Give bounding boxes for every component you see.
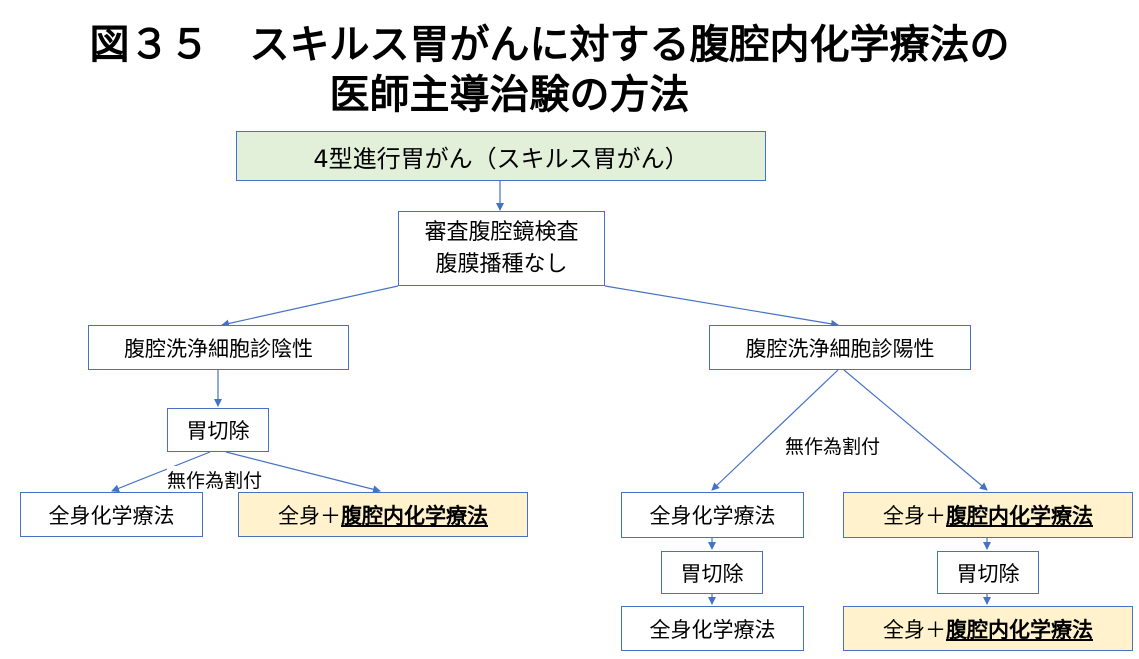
node-left-gastrectomy: 胃切除 [167, 408, 269, 452]
label-random-right: 無作為割付 [785, 432, 881, 459]
node-right-chemo-gastrectomy: 胃切除 [661, 551, 763, 594]
node-laparoscopy-line2: 腹膜播種なし [435, 251, 568, 277]
node-right-ip-chemo: 全身＋腹腔内化学療法 [843, 492, 1133, 538]
node-right-ip-gastrectomy: 胃切除 [937, 551, 1039, 594]
label-random-left: 無作為割付 [167, 466, 263, 493]
node-cytology-negative: 腹腔洗浄細胞診陰性 [88, 325, 349, 370]
node-cytology-negative-label: 腹腔洗浄細胞診陰性 [124, 336, 313, 361]
arrow-surgery-to-chemo [111, 451, 211, 493]
node-right-systemic-chemo: 全身化学療法 [621, 492, 804, 538]
node-right-chemo-final: 全身化学療法 [621, 606, 804, 651]
node-left-systemic-chemo: 全身化学療法 [20, 492, 203, 537]
node-right-ip-final: 全身＋腹腔内化学療法 [843, 606, 1133, 651]
node-cytology-positive-label: 腹腔洗浄細胞診陽性 [745, 336, 935, 361]
node-left-systemic-chemo-label: 全身化学療法 [48, 503, 175, 528]
arrow-pos-to-chemo [711, 369, 839, 491]
title-line-2: 医師主導治験の方法 [329, 72, 690, 118]
arrow-lap-to-pos [604, 285, 839, 328]
node-right-ip-emph: 腹腔内化学療法 [946, 504, 1093, 528]
node-right-chemo-final-label: 全身化学療法 [649, 617, 776, 642]
node-laparoscopy-line1: 審査腹腔鏡検査 [424, 219, 579, 245]
node-right-systemic-chemo-label: 全身化学療法 [649, 504, 776, 528]
title-line-1: 図３５ スキルス胃がんに対する腹腔内化学療法の [89, 22, 1010, 68]
node-cytology-positive: 腹腔洗浄細胞診陽性 [709, 325, 971, 370]
node-right-ip-gastrectomy-label: 胃切除 [956, 561, 1020, 586]
node-root: 4型進行胃がん（スキルス胃がん） [236, 131, 766, 181]
arrow-lap-to-neg [221, 285, 399, 328]
node-left-ip-chemo: 全身＋腹腔内化学療法 [238, 492, 528, 537]
node-root-label: 4型進行胃がん（スキルス胃がん） [313, 144, 689, 173]
node-laparoscopy: 審査腹腔鏡検査 腹膜播種なし [398, 211, 605, 286]
node-right-ip-final-prefix: 全身＋ [883, 617, 946, 642]
node-right-ip-prefix: 全身＋ [883, 504, 946, 528]
node-left-ip-emph: 腹腔内化学療法 [341, 503, 488, 528]
arrow-surgery-to-ip [225, 451, 381, 494]
node-right-ip-final-emph: 腹腔内化学療法 [946, 617, 1093, 642]
node-left-ip-prefix: 全身＋ [278, 503, 341, 528]
node-left-gastrectomy-label: 胃切除 [186, 419, 250, 443]
arrow-pos-to-ip [843, 369, 988, 491]
node-right-chemo-gastrectomy-label: 胃切除 [680, 561, 744, 586]
